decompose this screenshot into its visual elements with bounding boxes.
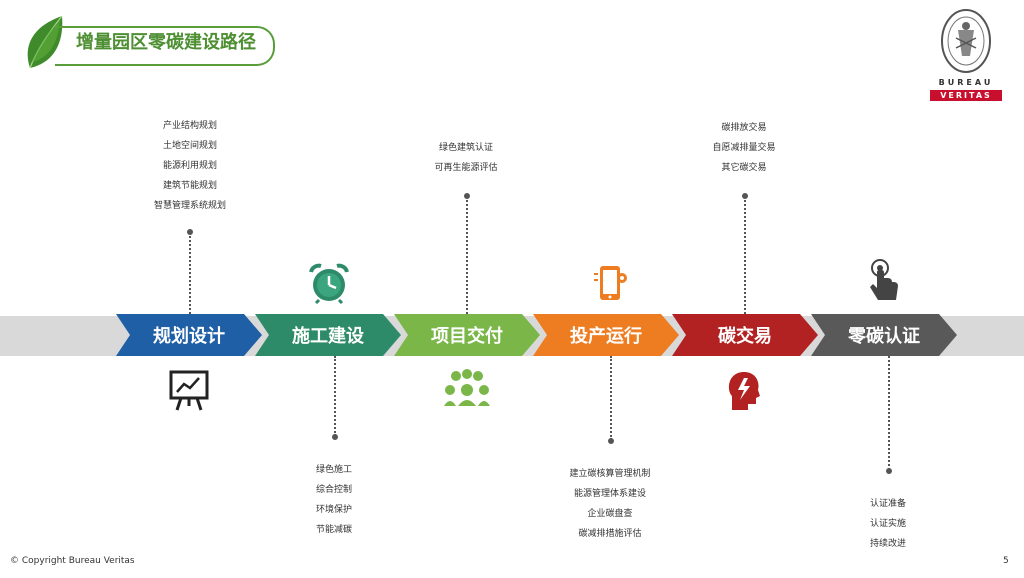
stem-certify bbox=[888, 356, 890, 470]
stem-build bbox=[334, 356, 336, 436]
logo-text-bureau: BUREAU bbox=[938, 78, 994, 87]
details-build: 绿色施工 综合控制 环境保护 节能减碳 bbox=[284, 460, 384, 540]
stage-operate: 投产运行 bbox=[533, 314, 679, 356]
stage-trade: 碳交易 bbox=[672, 314, 818, 356]
page-number: 5 bbox=[1003, 556, 1009, 566]
alarm-clock-icon bbox=[309, 263, 349, 304]
leaf-icon bbox=[27, 15, 63, 69]
stage-build-label: 施工建设 bbox=[292, 326, 364, 347]
stage-trade-label: 碳交易 bbox=[718, 326, 772, 347]
detail-item: 碳减排措施评估 bbox=[578, 529, 642, 539]
page-title: 增量园区零碳建设路径 bbox=[76, 32, 256, 53]
detail-item: 绿色建筑认证 bbox=[438, 143, 493, 153]
dot-deliver bbox=[464, 193, 470, 199]
details-certify: 认证准备 认证实施 持续改进 bbox=[838, 494, 938, 554]
stage-plan: 规划设计 bbox=[116, 314, 262, 356]
detail-item: 土地空间规划 bbox=[162, 141, 217, 151]
details-operate: 建立碳核算管理机制 能源管理体系建设 企业碳盘查 碳减排措施评估 bbox=[545, 464, 675, 544]
bureau-veritas-logo: BUREAU VERITAS bbox=[930, 8, 1002, 101]
stem-plan bbox=[189, 232, 191, 314]
presentation-chart-icon bbox=[169, 370, 209, 411]
copyright-text: © Copyright Bureau Veritas bbox=[10, 556, 135, 566]
team-group-icon bbox=[444, 369, 490, 406]
detail-item: 建立碳核算管理机制 bbox=[569, 469, 651, 479]
logo-text-veritas: VERITAS bbox=[930, 90, 1002, 101]
detail-item: 自愿减排量交易 bbox=[712, 143, 776, 153]
dot-operate bbox=[608, 438, 614, 444]
detail-item: 综合控制 bbox=[315, 485, 352, 495]
dot-trade bbox=[742, 193, 748, 199]
title-frame bbox=[55, 26, 275, 66]
dot-plan bbox=[187, 229, 193, 235]
dot-certify bbox=[886, 468, 892, 474]
detail-item: 其它碳交易 bbox=[721, 163, 767, 173]
stage-build: 施工建设 bbox=[255, 314, 401, 356]
dot-build bbox=[332, 434, 338, 440]
detail-item: 能源利用规划 bbox=[162, 161, 217, 171]
stage-plan-label: 规划设计 bbox=[153, 326, 225, 347]
detail-item: 碳排放交易 bbox=[721, 123, 767, 133]
stage-certify-label: 零碳认证 bbox=[848, 326, 920, 347]
head-lightning-icon bbox=[728, 372, 760, 410]
detail-item: 认证实施 bbox=[869, 519, 906, 529]
stage-deliver-label: 项目交付 bbox=[431, 326, 503, 347]
details-deliver: 绿色建筑认证 可再生能源评估 bbox=[406, 138, 526, 178]
mobile-device-icon bbox=[594, 266, 627, 300]
detail-item: 认证准备 bbox=[869, 499, 906, 509]
stem-deliver bbox=[466, 196, 468, 314]
hand-touch-icon bbox=[870, 259, 898, 300]
stage-deliver: 项目交付 bbox=[394, 314, 540, 356]
seal-icon bbox=[941, 9, 991, 73]
detail-item: 节能减碳 bbox=[315, 525, 352, 535]
detail-item: 环境保护 bbox=[315, 505, 352, 515]
stem-trade bbox=[744, 196, 746, 314]
stem-operate bbox=[610, 356, 612, 440]
detail-item: 产业结构规划 bbox=[162, 121, 217, 131]
detail-item: 能源管理体系建设 bbox=[573, 489, 646, 499]
detail-item: 建筑节能规划 bbox=[162, 181, 217, 191]
detail-item: 企业碳盘查 bbox=[587, 509, 633, 519]
details-plan: 产业结构规划 土地空间规划 能源利用规划 建筑节能规划 智慧管理系统规划 bbox=[130, 116, 250, 216]
details-trade: 碳排放交易 自愿减排量交易 其它碳交易 bbox=[684, 118, 804, 178]
stage-operate-label: 投产运行 bbox=[570, 326, 642, 347]
detail-item: 绿色施工 bbox=[315, 465, 352, 475]
detail-item: 智慧管理系统规划 bbox=[153, 201, 226, 211]
stage-certify: 零碳认证 bbox=[811, 314, 957, 356]
detail-item: 可再生能源评估 bbox=[434, 163, 498, 173]
detail-item: 持续改进 bbox=[869, 539, 906, 549]
